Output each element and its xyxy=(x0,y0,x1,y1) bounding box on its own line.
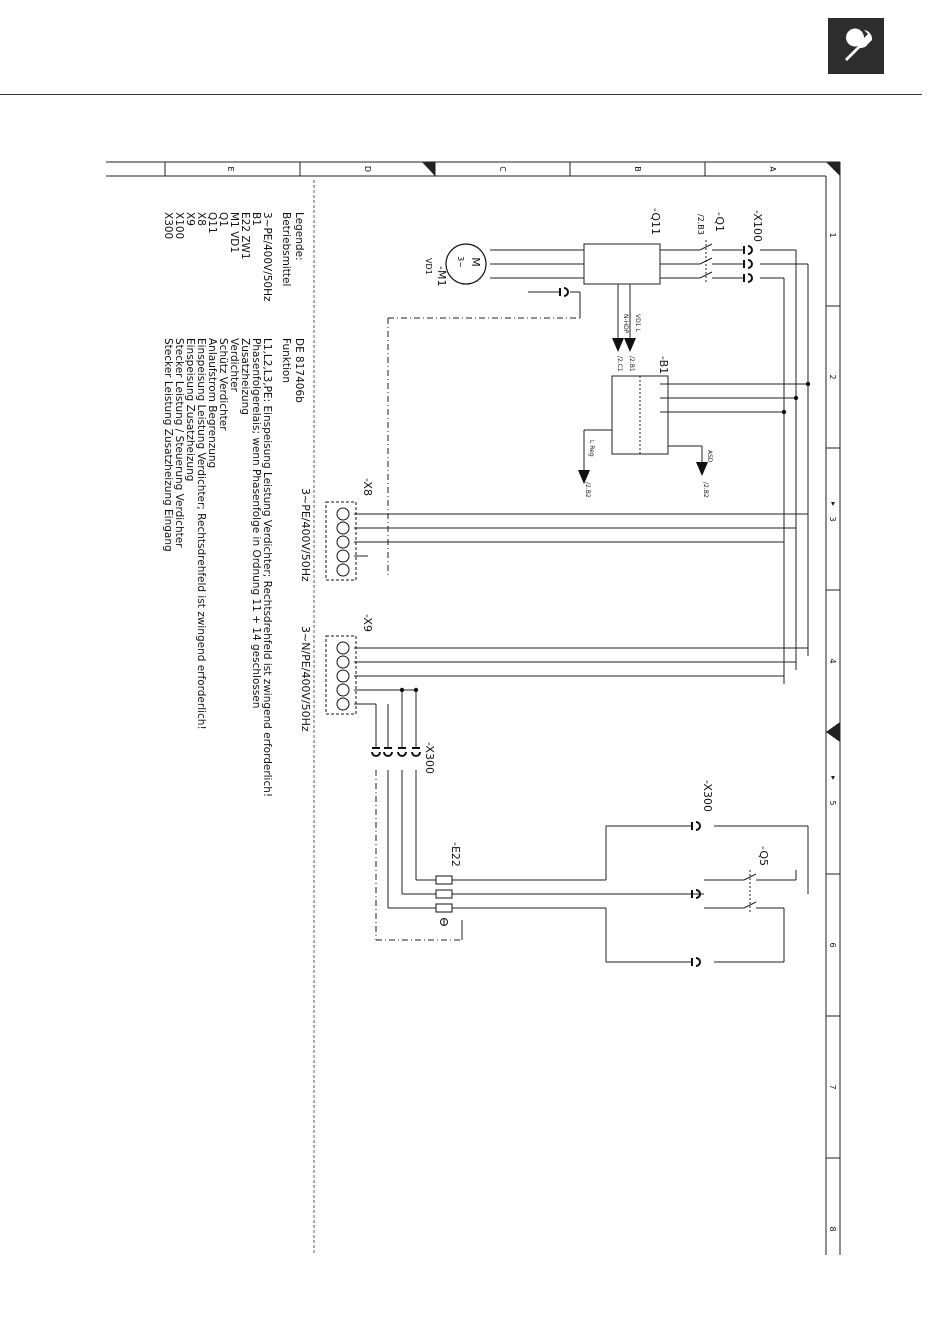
label-q1-ref: /2.B3 xyxy=(696,214,705,235)
grid-col-4: 4 xyxy=(828,658,837,663)
legend-code-2: E22 ZW1 xyxy=(239,212,251,260)
legend-code-9: X300 xyxy=(162,212,174,239)
label-m1: -M1 xyxy=(435,266,448,286)
legend-code-6: X8 xyxy=(195,212,207,226)
grid-row-c: C xyxy=(498,166,507,172)
legend-code-3: M1 VD1 xyxy=(228,212,240,253)
legend-code-7: X9 xyxy=(184,212,196,226)
x100-plugs xyxy=(743,245,753,283)
e22-heater xyxy=(435,875,453,926)
legend-text-3: Verdichter xyxy=(228,338,240,393)
label-x9-supply: 3~N/PE/400V/50Hz xyxy=(299,626,312,732)
grid-col-8: 8 xyxy=(828,1226,837,1231)
header-divider xyxy=(0,94,922,95)
wrench-icon xyxy=(841,28,873,65)
grid-col-5: 5 xyxy=(828,800,837,805)
legend-code-1: B1 xyxy=(250,212,262,226)
label-x300-b: -X300 xyxy=(701,780,714,812)
drawing-frame xyxy=(106,161,841,1255)
legend-text-9: Stecker Leistung Zusatzheizung Eingang xyxy=(162,338,174,552)
label-b1-term2: N-HDP xyxy=(622,314,629,334)
label-x300-a: -X300 xyxy=(423,742,436,774)
reference-arrows xyxy=(578,338,708,484)
x300-plugs-b xyxy=(691,821,701,967)
label-asd-ref: /2.B2 xyxy=(702,482,709,498)
grid-column-labels: 1 2 3 4 5 6 7 8 xyxy=(828,232,837,1231)
legend-text-1: Phasenfolgerelais; wenn Phasenfolge in O… xyxy=(250,338,262,708)
legend-text-2: Zusatzheizung xyxy=(239,338,251,415)
label-lreg-ref: /2.B2 xyxy=(584,482,591,498)
wrench-icon-badge xyxy=(828,18,884,74)
label-b1-ref2: /2.C1 xyxy=(616,356,623,372)
grid-col-2: 2 xyxy=(828,374,837,379)
x8-terminal-strip xyxy=(325,501,357,581)
legend: Legende: Betriebsmittel DE 817406b Funkt… xyxy=(162,212,305,797)
x9-terminal-strip xyxy=(325,635,357,715)
junction-dots xyxy=(399,381,811,693)
grid-col-3: 3 xyxy=(828,516,837,521)
label-asd: ASD xyxy=(706,450,713,463)
legend-text-5: Anlaufstrom Begrenzung xyxy=(206,338,218,468)
wiring xyxy=(354,240,809,963)
grid-row-labels: E D C B A xyxy=(226,166,777,172)
legend-subtitle: Betriebsmittel xyxy=(280,212,292,286)
grid-row-e: E xyxy=(226,166,235,171)
motor-phase: 3~ xyxy=(456,256,465,268)
grid-col-6: 6 xyxy=(828,942,837,947)
frame-markers xyxy=(422,162,840,780)
legend-code-5: Q11 xyxy=(206,212,218,234)
label-m1-sub: VD1 xyxy=(424,258,433,275)
grid-row-d: D xyxy=(363,166,372,172)
legend-code-0: 3~PE/400V/50Hz xyxy=(261,212,273,302)
legend-code-4: Q1 xyxy=(217,212,229,227)
legend-text-7: Einspeisung Zusatzheizung xyxy=(184,338,196,481)
legend-text-0: L1,L2,L3,PE: Einspeisung Leistung Verdic… xyxy=(261,338,273,797)
x300-plugs-a xyxy=(371,747,421,757)
label-b1-ref1: /2.B1 xyxy=(628,356,635,372)
motor-letter: M xyxy=(469,257,482,267)
label-b1: -B1 xyxy=(657,356,670,374)
label-x100: -X100 xyxy=(751,210,764,242)
legend-func-header: Funktion xyxy=(280,338,292,383)
legend-text-4: Schütz Verdichter xyxy=(217,338,229,431)
grid-col-1: 1 xyxy=(828,232,837,237)
grid-col-7: 7 xyxy=(828,1084,837,1089)
motor-m1: M 3~ xyxy=(445,243,487,285)
legend-doc-no: DE 817406b xyxy=(293,338,305,403)
label-q5: -Q5 xyxy=(757,846,770,866)
motor-pe-plug xyxy=(559,287,569,297)
component-labels: -X100 -Q1 /2.B3 -Q11 -M1 VD1 -B1 VD1 L N… xyxy=(299,208,770,867)
legend-code-8: X100 xyxy=(173,212,185,239)
legend-title: Legende: xyxy=(293,212,305,261)
legend-text-6: Einspeisung Leistung Verdichter; Rechtsd… xyxy=(195,338,207,730)
label-q11: -Q11 xyxy=(649,208,662,235)
label-b1-term1: VD1 L xyxy=(634,314,641,332)
grid-row-a: A xyxy=(768,166,777,172)
label-e22: -E22 xyxy=(449,842,462,867)
label-x9: -X9 xyxy=(361,614,374,632)
label-q1: -Q1 xyxy=(713,212,726,232)
label-lreg: L Reg xyxy=(588,440,595,457)
legend-text-8: Stecker Leistung / Steuerung Verdichter xyxy=(173,338,185,548)
label-x8: -X8 xyxy=(361,478,374,496)
label-x8-supply: 3~PE/400V/50Hz xyxy=(299,488,312,582)
grid-row-b: B xyxy=(633,166,642,172)
